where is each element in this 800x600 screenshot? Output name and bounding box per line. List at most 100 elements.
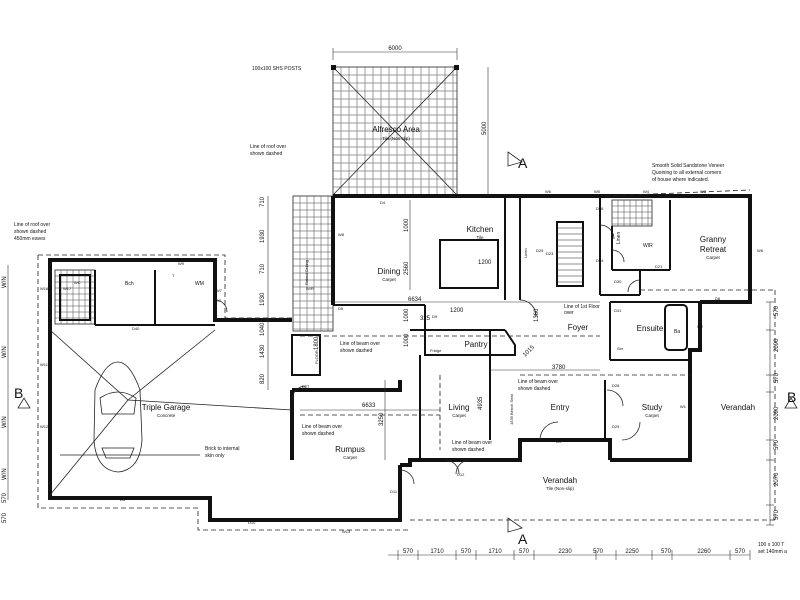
dim-bottom-9: 2260 bbox=[697, 549, 711, 555]
opening-codes: W8 W6 W5 W4 W3 W2 W1 W8 W7 W9 W16 W17 W1… bbox=[40, 189, 764, 534]
note-beam-4a: Line of beam over bbox=[518, 379, 558, 385]
dim-1800: 1800 bbox=[314, 336, 320, 350]
room-finish-dining: Carpet bbox=[382, 277, 396, 282]
room-finish-living: Carpet bbox=[452, 413, 466, 418]
dim-710b: 710 bbox=[260, 263, 266, 274]
room-finish-rumpus: Carpet bbox=[343, 455, 357, 460]
room-label-bath: Ba bbox=[674, 329, 680, 335]
dim-top: 6000 bbox=[388, 46, 402, 52]
note-posts-br-1: 100 x 100 T bbox=[758, 542, 784, 548]
room-finish-granny: Carpet bbox=[706, 255, 720, 260]
section-arrow-bottom bbox=[507, 517, 523, 533]
dim-4935: 4935 bbox=[478, 396, 484, 410]
room-label-linen: Linen bbox=[616, 232, 622, 244]
dim-right-570b: 570 bbox=[774, 372, 780, 383]
note-veneer-2: Quoining to all external corners bbox=[652, 170, 722, 176]
code-d12: D12 bbox=[457, 472, 465, 477]
dim-bottom-8: 570 bbox=[661, 549, 672, 555]
room-label-verandah-right: Verandah bbox=[721, 403, 755, 412]
section-b-left: B bbox=[14, 385, 23, 401]
code-w3: W3 bbox=[700, 189, 707, 194]
note-veneer-3: of house where indicated. bbox=[652, 177, 709, 183]
code-d2: D2 bbox=[648, 458, 654, 463]
dim-2560: 2560 bbox=[404, 261, 410, 275]
dim-325: 325 bbox=[420, 316, 431, 322]
code-d6: D6 bbox=[92, 258, 98, 263]
code-w13: W13 bbox=[342, 529, 351, 534]
note-beam-1a: Line of beam over bbox=[340, 341, 380, 347]
room-finish-garage: Concrete bbox=[157, 413, 176, 418]
note-first-floor-1: Line of 1st Floor bbox=[564, 304, 600, 310]
dim-1000c: 1000 bbox=[404, 333, 410, 347]
code-w7: W7 bbox=[216, 288, 223, 293]
room-finish-verandah-front: Tile (Non-slip) bbox=[546, 486, 574, 491]
bottom-dimension-labels: 570 1710 570 1710 570 2230 570 2250 570 … bbox=[403, 549, 746, 555]
section-a-bottom: A bbox=[518, 531, 528, 547]
code-d23: D23 bbox=[546, 251, 554, 256]
code-w4: W4 bbox=[643, 189, 650, 194]
code-w16: W16 bbox=[40, 286, 49, 291]
section-arrow-right bbox=[784, 397, 798, 409]
interior-walls bbox=[59, 196, 700, 460]
dim-bottom-0: 570 bbox=[403, 549, 414, 555]
dim-right-570c: 570 bbox=[774, 439, 780, 450]
note-brick-2: skin only bbox=[205, 453, 225, 459]
code-d3: D3 bbox=[120, 497, 126, 502]
dim-left-wn-1: W/N bbox=[2, 276, 8, 288]
code-d24: D24 bbox=[596, 258, 604, 263]
dim-bottom-5: 2230 bbox=[558, 549, 572, 555]
code-t: T bbox=[172, 273, 175, 278]
labels: A A B B Kitchen Tile Dining Carpet Grann… bbox=[2, 46, 796, 555]
room-finish-study: Carpet bbox=[645, 413, 659, 418]
post-marker bbox=[454, 65, 459, 70]
door-swings bbox=[214, 224, 641, 485]
code-d40: D40 bbox=[132, 326, 140, 331]
dim-bottom-4: 570 bbox=[519, 549, 530, 555]
section-a-top: A bbox=[518, 155, 528, 171]
code-d5: D5 bbox=[338, 306, 344, 311]
room-label-pantry: Pantry bbox=[464, 340, 487, 349]
roof-hip-line bbox=[332, 66, 458, 196]
code-d10: D10 bbox=[248, 520, 256, 525]
dim-bottom-7: 2250 bbox=[625, 549, 639, 555]
staircase bbox=[557, 227, 583, 283]
code-w11: W11 bbox=[40, 362, 49, 367]
dim-1430: 1430 bbox=[260, 344, 266, 358]
dim-left-wn-3: W/N bbox=[2, 416, 8, 428]
dim-1360: 1360 bbox=[534, 308, 540, 322]
dim-3250: 3250 bbox=[379, 412, 385, 426]
dim-1000b: 1000 bbox=[404, 308, 410, 322]
code-d21: D21 bbox=[655, 264, 663, 269]
note-beam-2b: shown dashed bbox=[302, 431, 334, 437]
room-label-verandah-front: Verandah bbox=[543, 476, 577, 485]
code-wc: WC bbox=[74, 280, 81, 285]
room-label-garage: Triple Garage bbox=[142, 403, 191, 412]
note-posts: 100x100 SHS POSTS bbox=[252, 66, 302, 72]
alfresco-area: Alfresco Area Tile (Non-slip) bbox=[331, 65, 459, 196]
note-eaves-2: shown dashed bbox=[14, 229, 46, 235]
note-veneer-1: Smooth Solid Sandstone Veneer bbox=[652, 163, 725, 169]
code-w9: W9 bbox=[178, 261, 185, 266]
code-d25: D25 bbox=[536, 248, 544, 253]
room-label-entry: Entry bbox=[551, 403, 570, 412]
room-label-bch: Bch bbox=[125, 281, 134, 287]
room-finish-alfresco: Tile (Non-slip) bbox=[382, 136, 410, 141]
room-label-wir: WIR bbox=[643, 243, 653, 249]
dim-bottom-10: 570 bbox=[735, 549, 746, 555]
note-floor: FLOOR bbox=[314, 350, 319, 364]
note-beam-2a: Line of beam over bbox=[302, 424, 342, 430]
dim-1040: 1040 bbox=[260, 322, 266, 336]
code-wr: W/R bbox=[306, 286, 314, 291]
dashed-lines bbox=[37, 189, 776, 531]
code-d27: D27 bbox=[302, 384, 310, 389]
room-label-kitchen-linen: Linen bbox=[523, 248, 528, 258]
note-posts-br-2: set 140mm a bbox=[758, 549, 787, 555]
granny-bath-hatch bbox=[611, 199, 653, 227]
note-bench-seat: 1539 Bench Seat bbox=[509, 393, 514, 425]
room-label-granny-2: Retreat bbox=[700, 245, 727, 254]
room-label-kitchen: Kitchen bbox=[467, 225, 494, 234]
room-label-rumpus: Rumpus bbox=[335, 445, 365, 454]
note-fridge: Fridge bbox=[430, 348, 442, 353]
code-w2: W2 bbox=[697, 324, 704, 329]
